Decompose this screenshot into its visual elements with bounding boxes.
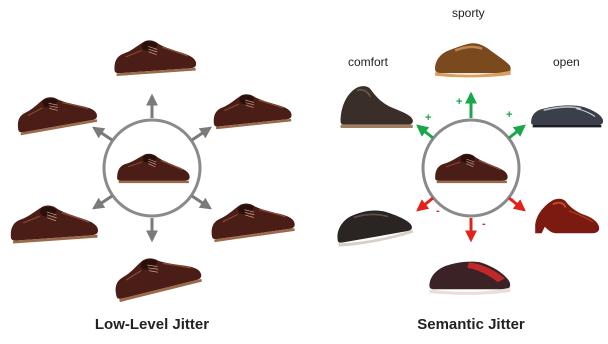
shoe-open [530, 104, 604, 129]
jitter-shoe-upper-left [13, 88, 99, 137]
center-circle [421, 118, 521, 218]
sign-comfort-minus: - [436, 205, 440, 217]
jitter-shoe-top [111, 36, 198, 77]
right-panel [332, 41, 604, 295]
caption-semantic-jitter: Semantic Jitter [417, 316, 525, 333]
sign-open-plus: + [506, 109, 513, 121]
center-circle [102, 118, 202, 218]
arrow-open-negative [508, 196, 526, 212]
jitter-shoe-upper-right [210, 89, 293, 131]
left-panel [8, 36, 297, 304]
arrow-upper-left [92, 126, 113, 142]
shoe-less-open [533, 197, 601, 235]
jitter-shoe-lower-right [207, 196, 297, 244]
sign-open-minus: - [510, 193, 514, 205]
label-comfort: comfort [348, 55, 389, 69]
arrow-comfort-negative [416, 196, 434, 212]
arrow-open-positive [508, 124, 526, 140]
shoe-sporty [433, 41, 512, 79]
center-shoe [116, 153, 191, 184]
shoe-comfort [339, 85, 414, 129]
sign-comfort-plus-2: + [418, 124, 425, 136]
arrow-comfort-positive [416, 124, 434, 140]
jitter-shoe-lower-left [8, 201, 100, 245]
arrow-lower-right [191, 194, 212, 210]
shoe-less-comfort [332, 202, 415, 250]
jitter-shoe-bottom [108, 246, 204, 304]
sign-comfort-plus: + [425, 112, 432, 124]
shoe-less-sporty [429, 261, 511, 295]
arrow-upper-right [191, 126, 212, 142]
label-open: open [553, 55, 580, 69]
sign-sporty-minus: - [482, 218, 486, 230]
arrow-lower-left [92, 194, 113, 210]
center-shoe [434, 153, 509, 184]
sign-sporty-plus: + [456, 96, 463, 108]
label-sporty: sporty [452, 6, 485, 20]
caption-low-level-jitter: Low-Level Jitter [94, 316, 210, 333]
